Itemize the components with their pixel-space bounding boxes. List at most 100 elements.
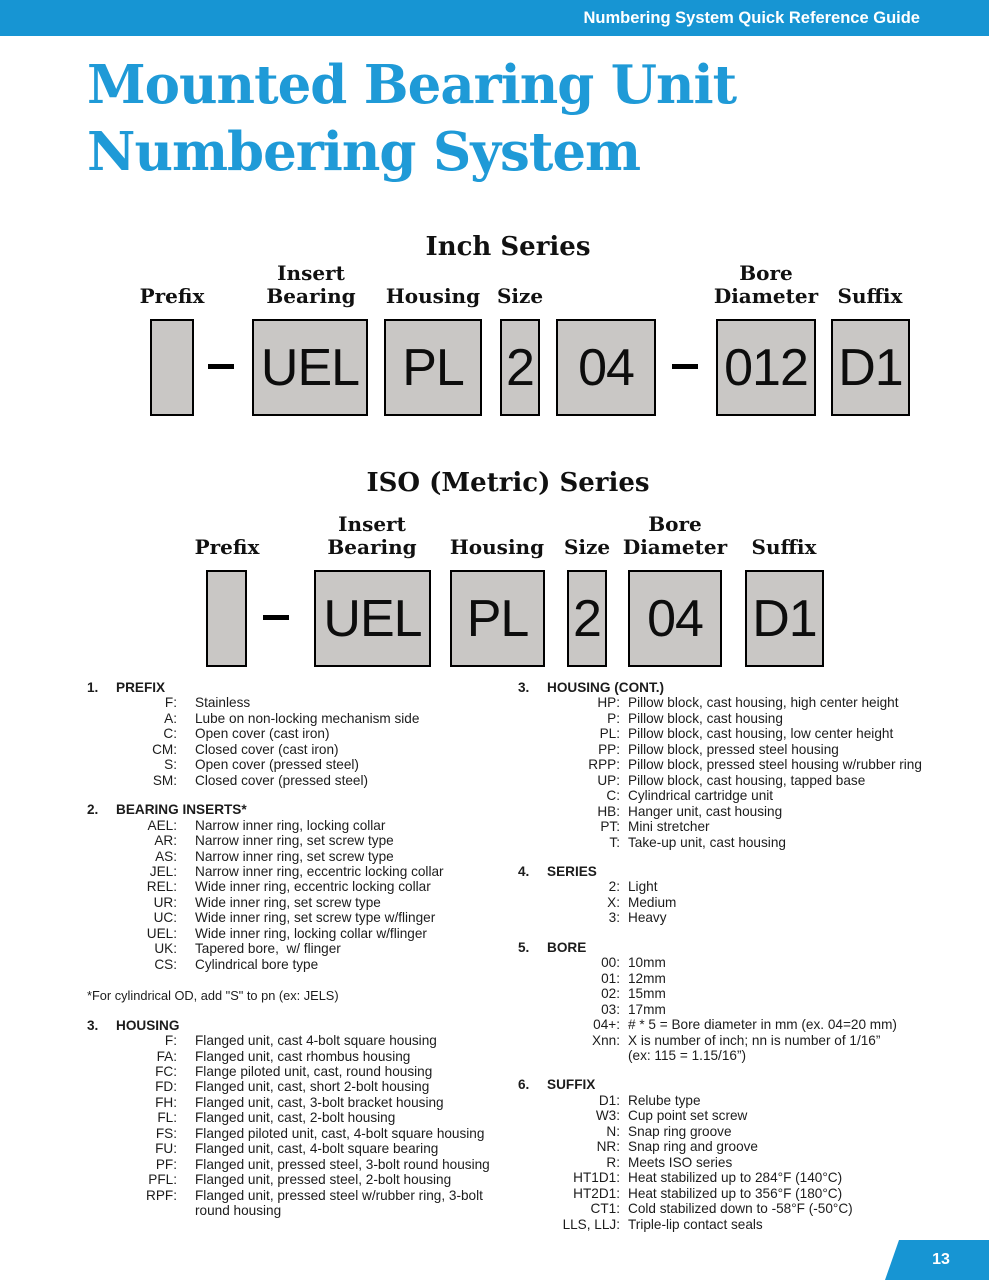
description: Flanged unit, cast, short 2-bolt housing (195, 1079, 430, 1095)
box-prefix (150, 319, 194, 416)
description: Lube on non-locking mechanism side (195, 710, 420, 726)
box-housing: PL (450, 570, 545, 667)
description: Pillow block, pressed steel housing w/ru… (628, 757, 922, 773)
description: Snap ring and groove (628, 1139, 758, 1155)
code-row: FD: Flanged unit, cast, short 2-bolt hou… (87, 1079, 511, 1094)
code-row: UC: Wide inner ring, set screw type w/fl… (87, 910, 511, 925)
box-insert-bearing: UEL (252, 319, 368, 416)
header-title: Numbering System Quick Reference Guide (583, 9, 920, 27)
code: UEL: (146, 925, 177, 941)
section-heading: 4.SERIES (518, 864, 967, 879)
code: F: (164, 1033, 177, 1049)
left-column: 1.PREFIX F: Stainless A: Lube on (87, 680, 511, 1219)
code-row: S: Open cover (pressed steel) (87, 757, 511, 772)
description: Wide inner ring, locking collar w/flinge… (195, 925, 427, 941)
code: HT2D1: (573, 1185, 620, 1201)
description: 15mm (628, 986, 666, 1002)
description: Triple-lip contact seals (628, 1216, 763, 1232)
code: Xnn: (592, 1032, 620, 1048)
label-size: Size (563, 535, 611, 559)
description: Medium (628, 894, 677, 910)
description: Snap ring groove (628, 1123, 732, 1139)
description: Wide inner ring, set screw type w/flinge… (195, 910, 436, 926)
code-row: 3: Heavy (518, 910, 967, 925)
code-row: RPP: Pillow block, pressed steel housing… (518, 757, 967, 772)
code: 02: (601, 986, 620, 1002)
label-suffix: Suffix (837, 284, 903, 308)
code: PFL: (148, 1172, 177, 1188)
code-row: 03: 17mm (518, 1002, 967, 1017)
code-row: PP: Pillow block, pressed steel housing (518, 742, 967, 757)
code: NR: (596, 1139, 620, 1155)
section-items: AEL: Narrow inner ring, locking collar A… (87, 818, 511, 973)
code: SM: (152, 772, 177, 788)
dash-separator (263, 615, 289, 620)
code-row: FS: Flanged piloted unit, cast, 4-bolt s… (87, 1126, 511, 1141)
description: 17mm (628, 1001, 666, 1017)
iso-series-title: ISO (Metric) Series (366, 468, 650, 498)
code: UC: (153, 910, 177, 926)
code-row: FA: Flanged unit, cast rhombus housing (87, 1049, 511, 1064)
description: Flanged unit, cast, 2-bolt housing (195, 1110, 396, 1126)
description: Wide inner ring, set screw type (195, 894, 381, 910)
section-items: 2: Light X: Medium 3: Heavy (518, 879, 967, 925)
description: Flanged unit, cast, 3-bolt bracket housi… (195, 1094, 444, 1110)
code: C: (163, 726, 177, 742)
inch-series-title: Inch Series (425, 232, 591, 262)
code-row: PF: Flanged unit, pressed steel, 3-bolt … (87, 1157, 511, 1172)
code: T: (609, 834, 620, 850)
description: # * 5 = Bore diameter in mm (ex. 04=20 m… (628, 1017, 897, 1033)
code: 3: (608, 910, 620, 926)
code-row: PFL: Flanged unit, pressed steel, 2-bolt… (87, 1172, 511, 1187)
code: UR: (153, 894, 177, 910)
box-size: 2 (500, 319, 540, 416)
description: Narrow inner ring, set screw type (195, 833, 394, 849)
section: 1.PREFIX F: Stainless A: Lube on (87, 680, 511, 788)
label-insert-bearing: Insert Bearing (327, 512, 417, 559)
code-row: UK: Tapered bore, w/ flinger (87, 941, 511, 956)
dash-separator (672, 364, 698, 369)
code-row: X: Medium (518, 895, 967, 910)
section-items: D1: Relube type W3: Cup point set screw … (518, 1093, 967, 1232)
code: X: (607, 894, 620, 910)
code-row: UP: Pillow block, cast housing, tapped b… (518, 773, 967, 788)
section-number: 6. (518, 1077, 530, 1093)
code: 04+: (593, 1017, 620, 1033)
code: REL: (146, 879, 177, 895)
section-title: HOUSING (CONT.) (547, 680, 665, 695)
code-row: HP: Pillow block, cast housing, high cen… (518, 695, 967, 710)
section-heading: 3.HOUSING (87, 1018, 511, 1033)
section-heading: 5.BORE (518, 940, 967, 955)
label-bore-diameter: Bore Diameter (622, 512, 728, 559)
section-number: 5. (518, 939, 530, 955)
code: N: (606, 1123, 620, 1139)
code-row: D1: Relube type (518, 1093, 967, 1108)
description: Heat stabilized up to 356°F (180°C) (628, 1185, 843, 1201)
dash-separator (208, 364, 234, 369)
description: 10mm (628, 955, 666, 971)
code-row: JEL: Narrow inner ring, eccentric lockin… (87, 864, 511, 879)
description: Open cover (pressed steel) (195, 757, 359, 773)
box-bore-diameter: 04 (628, 570, 722, 667)
code-row: PT: Mini stretcher (518, 819, 967, 834)
code-row: HT1D1: Heat stabilized up to 284°F (140°… (518, 1170, 967, 1185)
description: 12mm (628, 970, 666, 986)
section: 3.HOUSING F: Flanged unit, cast 4-bolt s… (87, 1018, 511, 1219)
description: Heavy (628, 910, 667, 926)
code: CM: (152, 741, 177, 757)
code: HT1D1: (573, 1170, 620, 1186)
section-heading: 6.SUFFIX (518, 1077, 967, 1092)
code-row: FH: Flanged unit, cast, 3-bolt bracket h… (87, 1095, 511, 1110)
code: R: (606, 1154, 620, 1170)
right-column: 3.HOUSING (CONT.) HP: Pillow block, cast… (518, 680, 967, 1232)
code-row: C: Cylindrical cartridge unit (518, 788, 967, 803)
section: 4.SERIES 2: Light X: Medium (518, 864, 967, 926)
code-row: HB: Hanger unit, cast housing (518, 804, 967, 819)
code: FL: (157, 1110, 177, 1126)
description: Stainless (195, 695, 251, 711)
code: UP: (597, 772, 620, 788)
footnote: *For cylindrical OD, add "S" to pn (ex: … (87, 988, 339, 1004)
box-size-number: 04 (556, 319, 656, 416)
code-row: 01: 12mm (518, 971, 967, 986)
description: Cylindrical bore type (195, 956, 319, 972)
